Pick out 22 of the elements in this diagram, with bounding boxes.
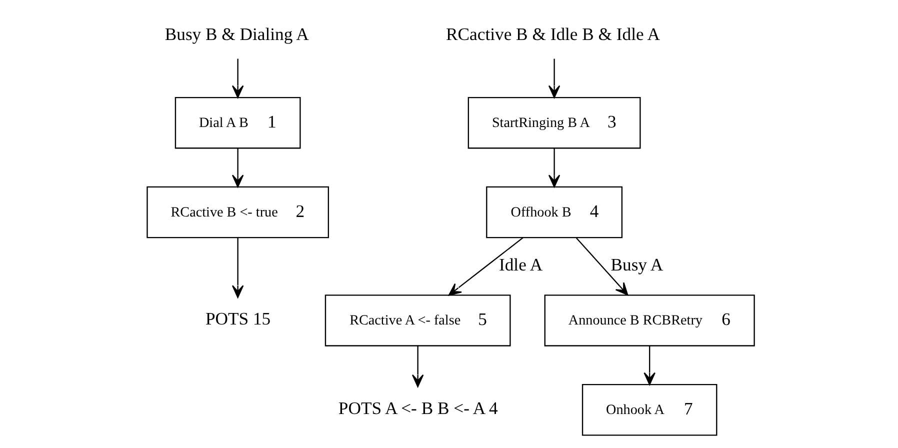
edge-label: Busy A bbox=[610, 254, 664, 274]
node-box: Dial A B 1 bbox=[174, 96, 301, 149]
edge-label: Idle A bbox=[499, 254, 543, 274]
arrow bbox=[548, 58, 560, 98]
node-text: POTS A <- B B <- A 4 bbox=[338, 398, 498, 418]
node-text: POTS 15 bbox=[205, 308, 271, 329]
node-box: Offhook B 4 bbox=[486, 186, 623, 238]
arrow bbox=[644, 346, 656, 386]
node-box: RCactive A <- false 5 bbox=[324, 294, 511, 346]
arrow bbox=[412, 346, 424, 388]
node-box: RCactive B <- true 2 bbox=[146, 186, 329, 238]
node-box: StartRinging B A 3 bbox=[468, 96, 641, 149]
node-box: Announce B RCBRetry 6 bbox=[544, 294, 755, 346]
arrow bbox=[232, 238, 244, 298]
arrow bbox=[232, 148, 244, 188]
arrow bbox=[232, 58, 244, 98]
arrow bbox=[548, 148, 560, 188]
arrow bbox=[448, 237, 524, 296]
arrow bbox=[576, 238, 628, 296]
node-box: Onhook A 7 bbox=[582, 384, 718, 436]
node-text: Busy B & Dialing A bbox=[164, 24, 309, 44]
node-text: RCactive B & Idle B & Idle A bbox=[446, 24, 660, 44]
